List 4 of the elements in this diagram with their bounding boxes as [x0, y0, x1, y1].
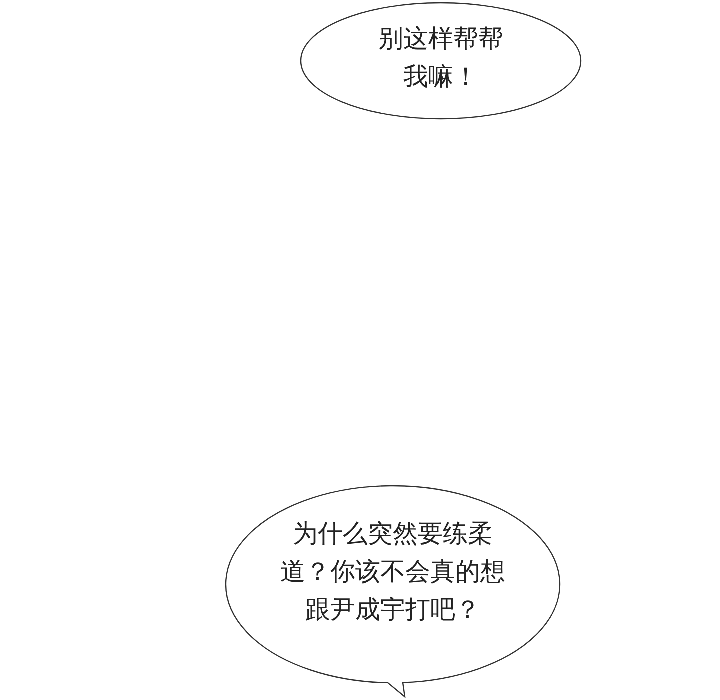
- dialogue-text: 为什么突然要练柔道？你该不会真的想跟尹成宇打吧？: [280, 518, 506, 626]
- speech-bubble: [300, 2, 582, 120]
- speech-bubble: [225, 485, 561, 698]
- dialogue-text: 别这样帮帮我嘛！: [378, 23, 504, 93]
